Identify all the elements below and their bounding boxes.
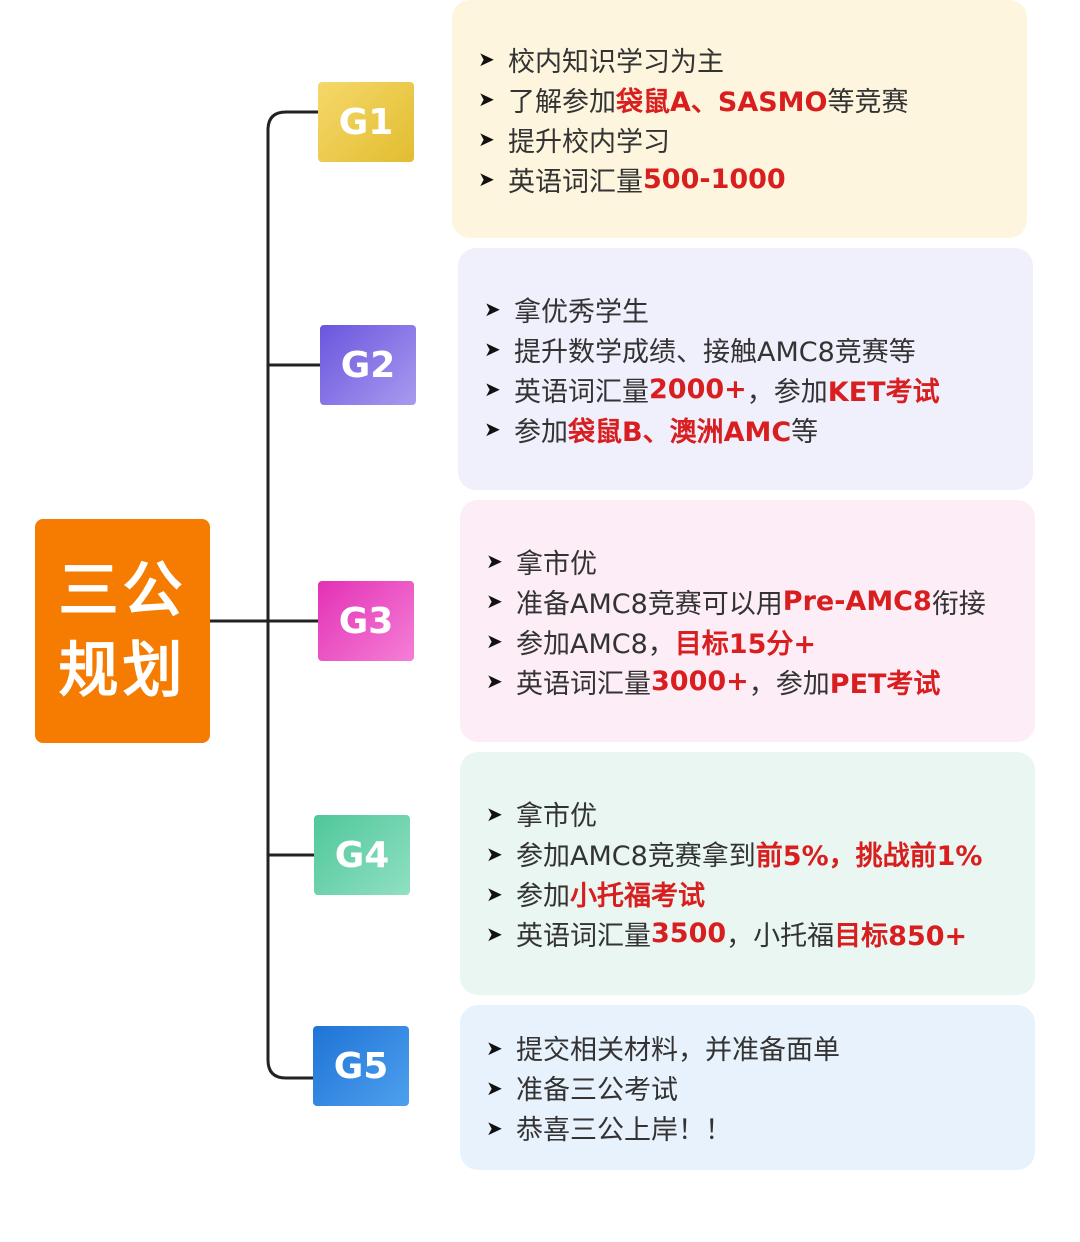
list-item: ➤ 拿市优 <box>486 794 1035 834</box>
arrowhead-bullet-icon: ➤ <box>484 337 501 361</box>
item-text: 英语词汇量 <box>516 668 651 700</box>
arrowhead-bullet-icon: ➤ <box>486 669 503 693</box>
highlight-text: KET考试 <box>827 376 940 408</box>
arrowhead-bullet-icon: ➤ <box>486 1075 503 1100</box>
root-node: 三公 规划 <box>35 519 210 743</box>
item-text: 提交相关材料，并准备面单 <box>516 1035 840 1066</box>
list-item: ➤ 参加AMC8竞赛拿到前5%，挑战前1% <box>486 834 1035 874</box>
arrowhead-bullet-icon: ➤ <box>486 549 503 573</box>
highlight-text: 3000+ <box>651 665 749 697</box>
branch-g5-connector <box>266 1059 313 1080</box>
list-item: ➤ 恭喜三公上岸！！ <box>486 1108 1035 1148</box>
root-title-line1: 三公 <box>58 556 187 626</box>
item-text: 等竞赛 <box>827 86 909 118</box>
highlight-text: 小托福考试 <box>570 881 705 912</box>
highlight-text: 目标15分+ <box>674 628 816 660</box>
highlight-text: 袋鼠A、SASMO <box>616 86 828 118</box>
branch-g1-connector <box>266 110 318 340</box>
item-text: 拿市优 <box>516 801 597 832</box>
item-text: ，小托福 <box>726 921 835 952</box>
arrowhead-bullet-icon: ➤ <box>486 881 503 906</box>
arrowhead-bullet-icon: ➤ <box>486 629 503 653</box>
list-item: ➤ 参加小托福考试 <box>486 874 1035 914</box>
list-item: ➤ 拿优秀学生 <box>484 289 1033 329</box>
item-text: 准备三公考试 <box>516 1075 678 1106</box>
list-item: ➤ 准备三公考试 <box>486 1068 1035 1108</box>
arrowhead-bullet-icon: ➤ <box>486 841 503 866</box>
item-text: 参加AMC8， <box>516 628 675 660</box>
item-text: 参加AMC8竞赛拿到 <box>516 841 756 872</box>
arrowhead-bullet-icon: ➤ <box>484 377 501 401</box>
arrowhead-bullet-icon: ➤ <box>478 87 495 111</box>
item-text: 拿优秀学生 <box>514 296 649 328</box>
arrowhead-bullet-icon: ➤ <box>486 921 503 946</box>
arrowhead-bullet-icon: ➤ <box>478 47 495 71</box>
arrowhead-bullet-icon: ➤ <box>478 167 495 191</box>
arrowhead-bullet-icon: ➤ <box>486 801 503 826</box>
item-text: ，参加 <box>748 668 830 700</box>
item-text: 提升校内学习 <box>508 126 670 158</box>
highlight-text: 目标850+ <box>834 921 968 952</box>
item-text: 了解参加 <box>508 86 616 118</box>
item-text: 参加 <box>514 416 568 448</box>
item-text: 准备AMC8竞赛可以用 <box>516 588 783 620</box>
grade-node-g1: G1 <box>318 82 414 162</box>
item-text: 英语词汇量 <box>508 166 643 198</box>
item-text: 恭喜三公上岸！！ <box>516 1115 732 1146</box>
list-item: ➤ 参加AMC8，目标15分+ <box>486 621 1035 661</box>
item-text: 参加 <box>516 881 570 912</box>
root-title-line2: 规划 <box>58 636 187 706</box>
arrowhead-bullet-icon: ➤ <box>486 1115 503 1140</box>
item-text: 英语词汇量 <box>516 921 651 952</box>
highlight-text: PET考试 <box>829 668 941 700</box>
highlight-text: 3500 <box>651 918 727 949</box>
item-text: ，参加 <box>746 376 828 408</box>
arrowhead-bullet-icon: ➤ <box>478 127 495 151</box>
grade-node-g3: G3 <box>318 581 414 661</box>
item-text: 提升数学成绩、接触AMC8竞赛等 <box>514 336 916 368</box>
item-text: 英语词汇量 <box>514 376 649 408</box>
arrowhead-bullet-icon: ➤ <box>486 1035 503 1060</box>
grade-node-g5: G5 <box>313 1026 409 1106</box>
item-text: 拿市优 <box>516 548 597 580</box>
grade-node-g4: G4 <box>314 815 410 895</box>
highlight-text: 2000+ <box>649 373 747 405</box>
highlight-text: 前5%，挑战前1% <box>755 841 983 872</box>
list-item: ➤ 拿市优 <box>486 541 1035 581</box>
highlight-text: 500-1000 <box>643 163 786 195</box>
arrowhead-bullet-icon: ➤ <box>484 417 501 441</box>
highlight-text: Pre-AMC8 <box>782 585 932 617</box>
highlight-text: 袋鼠B、澳洲AMC <box>568 416 792 448</box>
arrowhead-bullet-icon: ➤ <box>484 297 501 321</box>
panel-g5: ➤ 提交相关材料，并准备面单 ➤ 准备三公考试 ➤ 恭喜三公上岸！！ <box>460 1005 1035 1170</box>
list-item: ➤ 提升校内学习 <box>478 119 1027 159</box>
item-text: 衔接 <box>931 588 986 620</box>
arrowhead-bullet-icon: ➤ <box>486 589 503 613</box>
item-text: 等 <box>791 416 819 448</box>
list-item: ➤ 校内知识学习为主 <box>478 39 1027 79</box>
list-item: ➤ 提升数学成绩、接触AMC8竞赛等 <box>484 329 1033 369</box>
grade-node-g2: G2 <box>320 325 416 405</box>
list-item: ➤ 提交相关材料，并准备面单 <box>486 1028 1035 1068</box>
item-text: 校内知识学习为主 <box>508 46 724 78</box>
